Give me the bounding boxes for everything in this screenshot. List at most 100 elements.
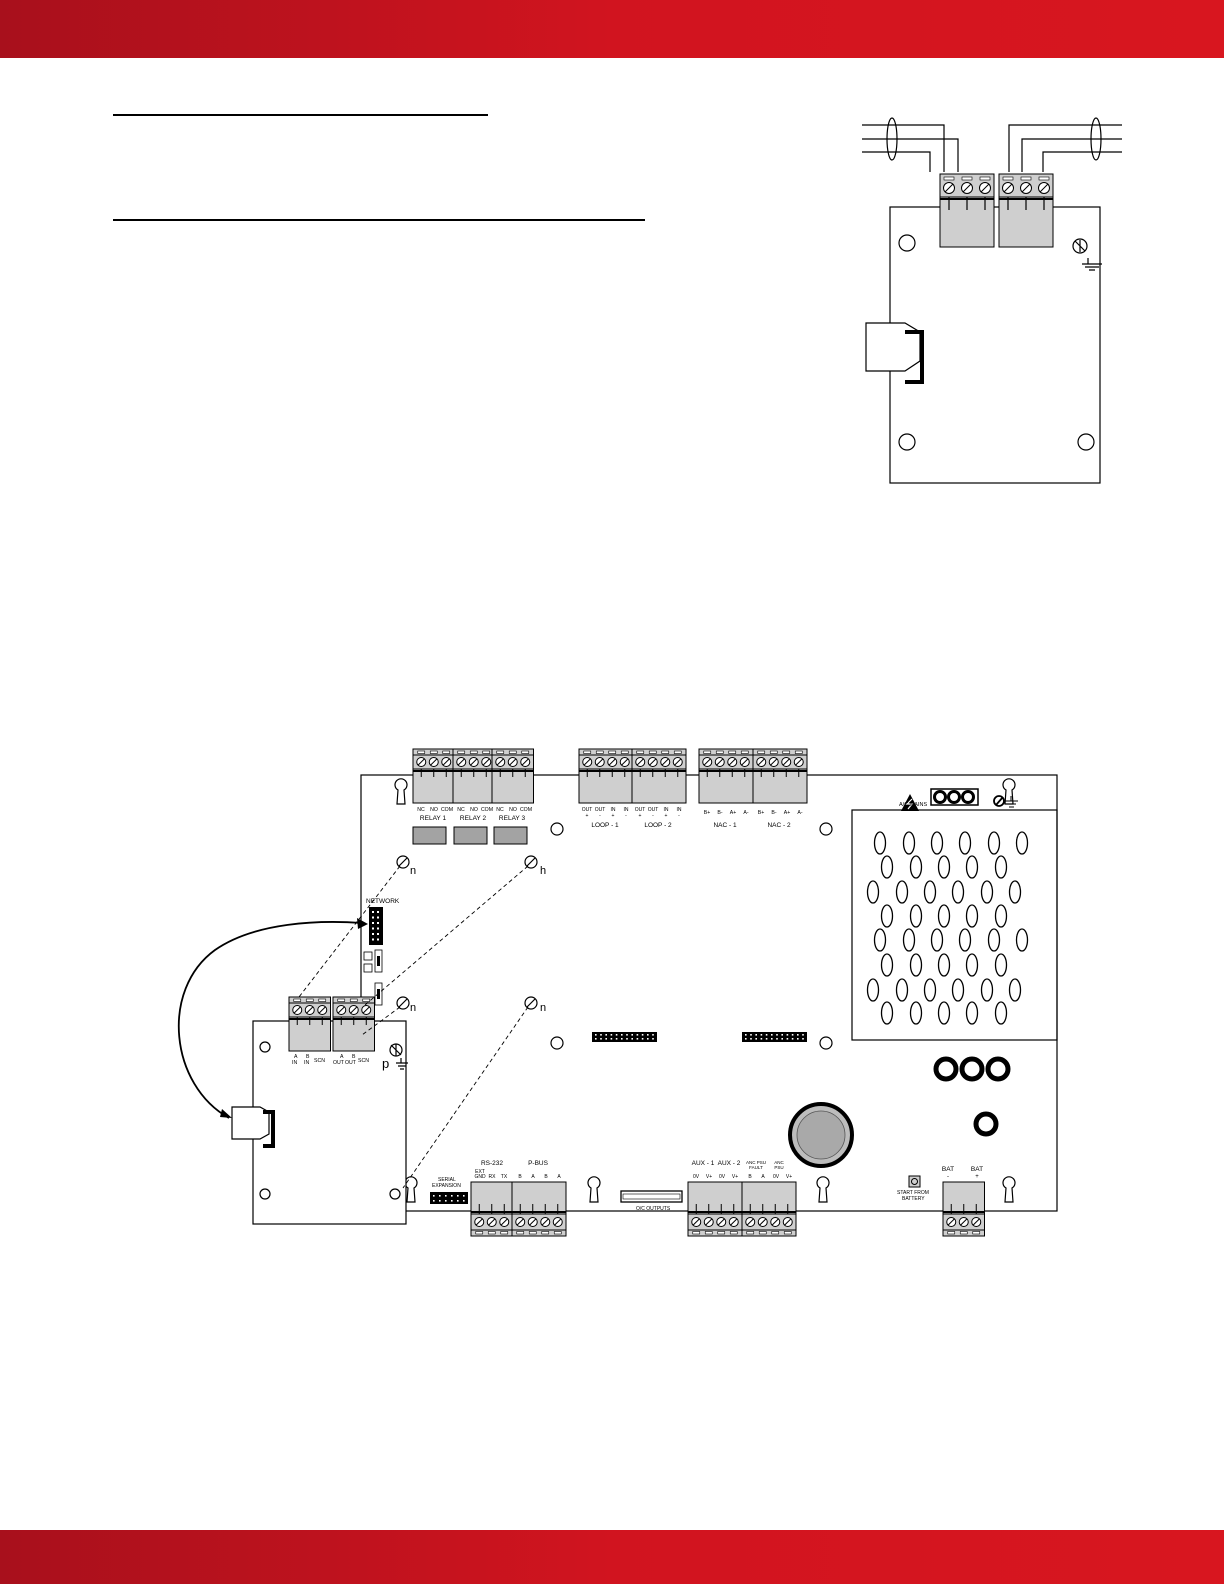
nac-terminal-blocks [698,748,808,804]
loop-pin-4: IN [624,807,629,813]
loop-sign-7: + [665,813,668,819]
relay-2-label: RELAY 2 [460,815,487,822]
anc-psu-label-1: ANC [774,1160,784,1165]
rs232-rx-label: RX [489,1174,497,1180]
aux-1-label: AUX - 1 [692,1160,715,1167]
detail-block-2-screw-1 [1002,182,1014,194]
anc-psu-label-2: PSU [774,1165,783,1170]
card-out-block-screw-3 [361,1005,372,1015]
loop-sign-5: + [639,813,642,819]
relay-3-pin-com: COM [520,807,532,813]
relay-block-1-screw-1 [416,757,427,767]
vent-slot [909,855,923,879]
pin-a-in-sub: IN [292,1060,297,1066]
aux-block-screw-1 [691,1217,702,1227]
network-header: NETWORK [363,898,400,1006]
anc-pin-3: 0V [773,1174,780,1180]
detail-block-1-screw-1 [943,182,955,194]
vent-slot [951,978,965,1002]
pbus-block-screw-4 [552,1217,563,1227]
loop-sign-3: + [612,813,615,819]
rs232-label: RS-232 [481,1160,503,1167]
start-from-battery: START FROM BATTERY [897,1175,929,1202]
nac-block-1 [698,748,754,804]
relay-1-pin-nc: NC [417,807,425,813]
aux-block-screw-3 [716,1217,727,1227]
bat-plus-sign: + [975,1174,979,1180]
marker-n-2: n [410,1002,416,1014]
vent-slot [866,978,880,1002]
pin-b-in: B [306,1054,310,1060]
relay-indicator-blocks [412,826,528,845]
pbus-label: P-BUS [528,1160,549,1167]
relay-block-1-screw-3 [441,757,452,767]
relay-block-3 [491,748,534,804]
footer-band [0,1530,1224,1584]
aux-2-label: AUX - 2 [718,1160,741,1167]
pbus-block-screw-1 [515,1217,526,1227]
rs232-block-screw-1 [474,1217,485,1227]
anc-block-screw-1 [745,1217,756,1227]
marker-n-1: n [410,865,416,877]
pin-b-out: B [352,1054,356,1060]
ribbon-connector-mounted [231,1106,275,1148]
earth-marker-p: p [382,1056,389,1071]
serial-expansion-label-2: EXPANSION [432,1183,461,1189]
loop-block-1-screw-1 [582,757,593,767]
alignment-lines [298,865,529,1189]
pin-a-in: A [294,1054,298,1060]
vent-slot [994,904,1008,928]
rs232-block-screw-2 [486,1217,497,1227]
network-card-terminal-left [939,173,995,248]
ventilation-slots [866,831,1029,1025]
card-in-block-screw-1 [292,1005,303,1015]
rs232-block [470,1181,513,1237]
anc-block-screw-2 [757,1217,768,1227]
pbus-block-screw-3 [540,1217,551,1227]
vent-slot [987,831,1001,855]
ribbon-headers [592,1032,807,1042]
vent-slot [980,880,994,904]
aux-pin-3: 0V [719,1174,726,1180]
nac-pin-6: B- [771,810,776,816]
relay-1-label: RELAY 1 [420,815,447,822]
relay-1-pin-com: COM [441,807,453,813]
rs232-gnd-label: GND [474,1174,486,1180]
vent-slot [923,978,937,1002]
aux-pin-4: V+ [732,1174,738,1180]
vent-slot [937,1001,951,1025]
loop-sign-4: - [625,813,627,819]
nac-pin-3: A+ [730,810,737,816]
relay-3-pin-no: NO [509,807,517,813]
loop-block-2 [631,748,687,804]
loop-pin-8: IN [677,807,682,813]
vent-slot [965,953,979,977]
loop-block-2-screw-3 [660,757,671,767]
nac-2-label: NAC - 2 [767,822,791,829]
pin-a-out: A [340,1054,344,1060]
vent-slot [987,928,1001,952]
vent-slot [880,953,894,977]
anc-pin-4: V+ [786,1174,792,1180]
bat-minus-label: BAT [942,1166,954,1173]
pin-a-out-sub: OUT [333,1060,345,1066]
loop-block-2-screw-2 [647,757,658,767]
rs232-block-screw-3 [499,1217,510,1227]
relay-terminal-blocks [412,748,534,804]
pbus-pin-1: B [518,1174,522,1180]
detail-block-2-screw-2 [1020,182,1032,194]
loop-block-2-screw-4 [672,757,683,767]
loop-pin-5: OUT [635,807,646,813]
bat-plus-label: BAT [971,1166,983,1173]
section-rule-second [113,219,645,221]
card-out-block-screw-2 [348,1005,359,1015]
ac-mains-label: A/C MAINS [899,802,927,808]
loop-2-label: LOOP - 2 [644,822,672,829]
vent-slot [1015,928,1029,952]
serial-expansion-header: SERIAL EXPANSION [430,1177,468,1204]
loop-sign-8: - [678,813,680,819]
nac-pin-1: B+ [704,810,711,816]
bat-minus-sign: - [947,1174,949,1180]
rs232-ext-label: EXT [475,1169,485,1175]
